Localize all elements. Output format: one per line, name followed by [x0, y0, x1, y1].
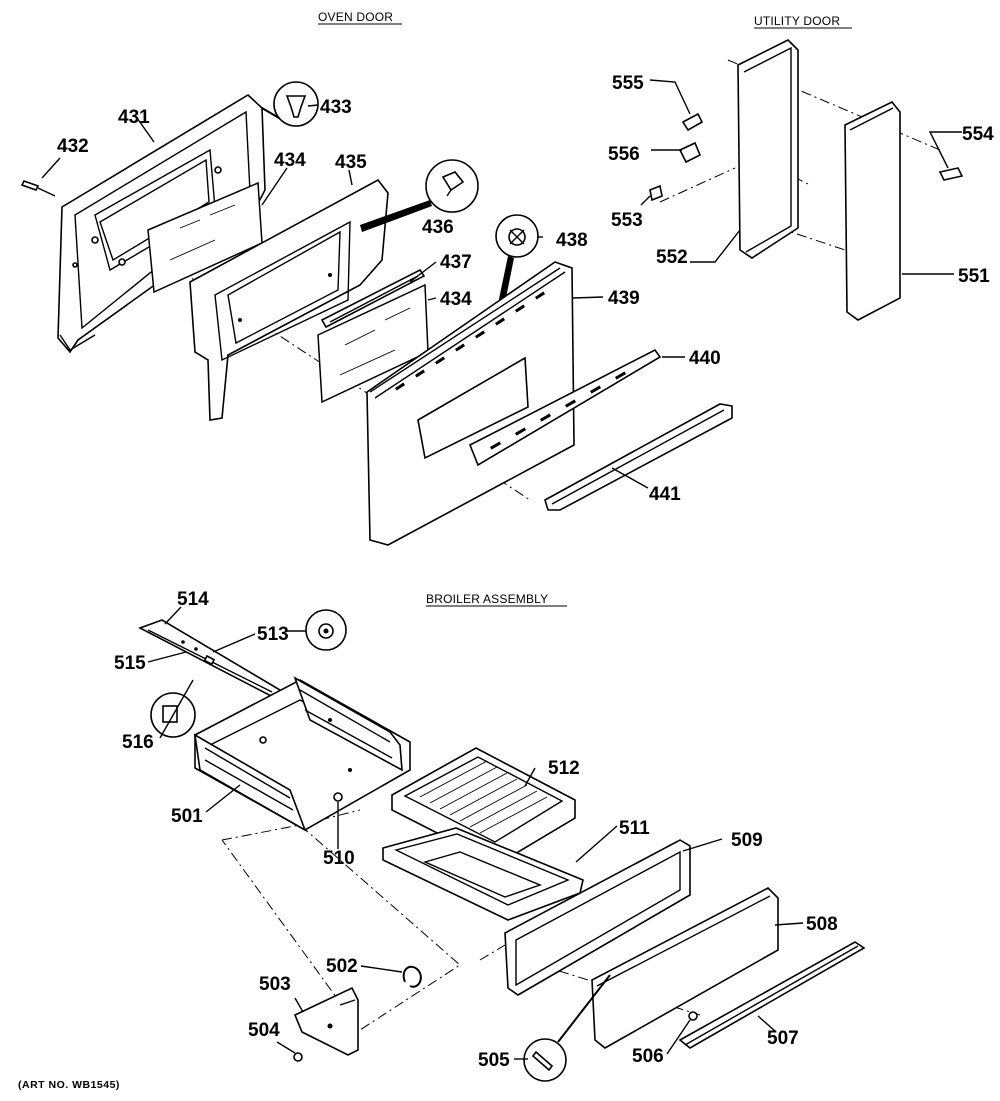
- channel-437: [320, 268, 426, 329]
- part-number-431: 431: [118, 107, 150, 128]
- part-number-553: 553: [611, 210, 643, 231]
- vent-trim-slots-440: [489, 371, 627, 450]
- drawer-handle-507: [678, 941, 866, 1049]
- drawer-front-panel-508: [591, 887, 779, 1049]
- part-number-505: 505: [478, 1050, 510, 1071]
- bracket-503: [293, 986, 359, 1056]
- screw-432: [20, 180, 56, 197]
- screw-504: [293, 1052, 303, 1062]
- part-number-511: 511: [619, 818, 650, 839]
- svg-text:UTILITY DOOR: UTILITY DOOR: [754, 14, 840, 28]
- part-number-501: 501: [171, 806, 203, 827]
- part-number-437: 437: [440, 252, 472, 273]
- door-clip-433-callout: [261, 81, 319, 127]
- oven-door-leaders: [41, 104, 685, 489]
- door-handle-441: [544, 403, 733, 511]
- part-number-504: 504: [248, 1020, 280, 1041]
- part-number-506: 506: [632, 1046, 664, 1067]
- part-number-512: 512: [548, 758, 580, 779]
- svg-text:BROILER ASSEMBLY: BROILER ASSEMBLY: [426, 592, 548, 606]
- part-number-440: 440: [689, 348, 721, 369]
- part-number-508: 508: [806, 914, 838, 935]
- part-number-441: 441: [649, 484, 681, 505]
- clip-553: [649, 184, 663, 202]
- drawer-frame-509: [504, 839, 691, 996]
- broiler-grid-slots-512: [419, 760, 548, 834]
- part-number-556: 556: [608, 144, 640, 165]
- part-number-438: 438: [556, 230, 588, 251]
- vent-trim-440: [468, 348, 662, 467]
- part-number-509: 509: [731, 830, 763, 851]
- part-number-439: 439: [608, 288, 640, 309]
- broiler-pan-511: [382, 827, 584, 921]
- screw-505-callout: [523, 974, 611, 1082]
- spring-502: [402, 965, 422, 988]
- heading-oven-door: OVEN DOOR: [318, 10, 402, 25]
- part-number-515: 515: [114, 653, 146, 674]
- part-number-516: 516: [122, 732, 154, 753]
- hinge-bracket-556: [678, 141, 702, 164]
- part-number-436: 436: [422, 217, 454, 238]
- heading-broiler-assembly: BROILER ASSEMBLY: [426, 592, 567, 607]
- utility-door-knob-554: [938, 167, 964, 181]
- part-number-510: 510: [323, 848, 355, 869]
- screw-506: [688, 1011, 698, 1021]
- art-number: (ART NO. WB1545): [18, 1079, 120, 1091]
- part-number-552: 552: [656, 247, 688, 268]
- vent-slots-439: [395, 291, 546, 391]
- part-number-551: 551: [958, 266, 990, 287]
- outer-door-panel-439: [366, 261, 575, 546]
- part-numbers: 431 432 433 434 435 436 437 434 438 439 …: [57, 73, 994, 1071]
- door-frame-435: [189, 178, 389, 421]
- utility-door-panel-551: [844, 100, 901, 321]
- part-number-502: 502: [326, 956, 358, 977]
- screw-510: [333, 792, 343, 802]
- utility-door-leaders: [640, 79, 962, 275]
- roller-513-callout: [305, 609, 347, 651]
- part-number-435: 435: [335, 152, 367, 173]
- heading-utility-door: UTILITY DOOR: [754, 14, 852, 29]
- utility-door-panel-552: [737, 39, 799, 259]
- part-number-434-lower: 434: [440, 289, 472, 310]
- part-number-513: 513: [257, 624, 289, 645]
- part-number-554: 554: [962, 124, 994, 145]
- part-number-514: 514: [177, 589, 209, 610]
- broiler-leaders: [147, 606, 804, 1060]
- hinge-bracket-555: [681, 112, 704, 132]
- part-number-432: 432: [57, 136, 89, 157]
- part-number-503: 503: [259, 974, 291, 995]
- svg-text:OVEN DOOR: OVEN DOOR: [318, 10, 393, 24]
- part-number-434-upper: 434: [274, 150, 306, 171]
- part-number-433: 433: [320, 97, 352, 118]
- broiler-drawer-body-501: [193, 676, 411, 832]
- spacer-436-callout: [360, 159, 479, 232]
- part-number-507: 507: [767, 1028, 799, 1049]
- part-number-555: 555: [612, 73, 644, 94]
